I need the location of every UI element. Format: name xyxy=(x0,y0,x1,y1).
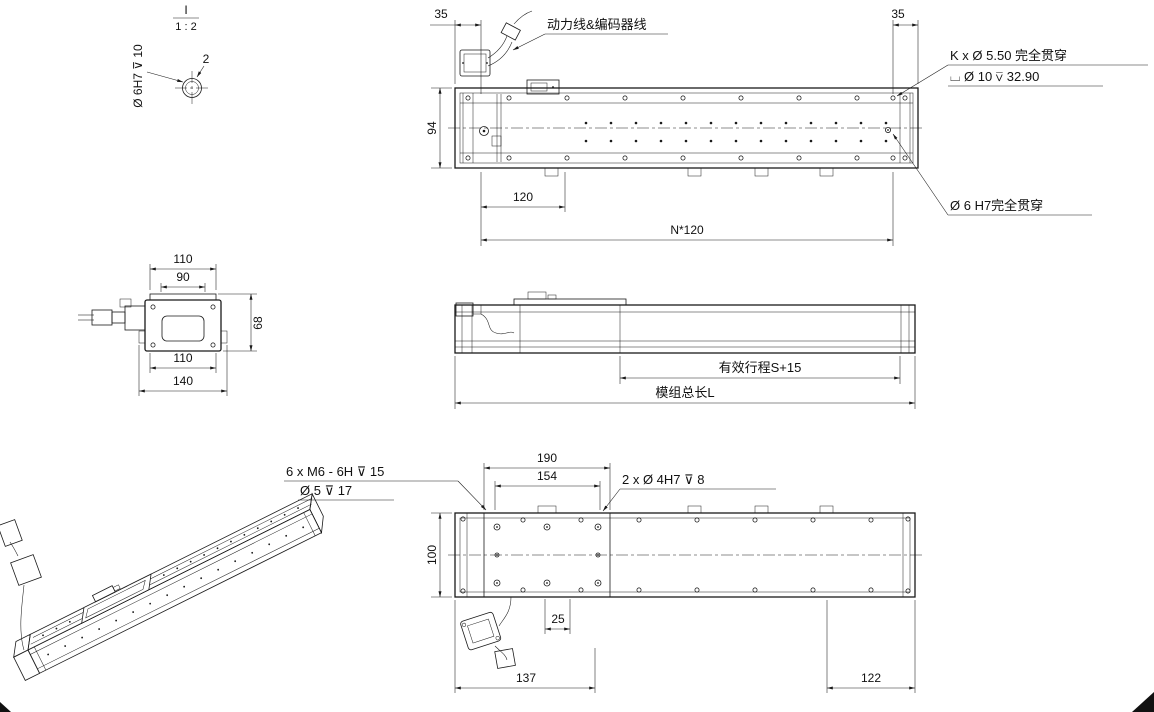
top-view-mount-hole-callout: K x Ø 5.50 完全贯穿 ⌴ Ø 10 ⊽ 32.90 xyxy=(896,48,1148,97)
end-view-body xyxy=(138,293,228,352)
page-corner-mark-right xyxy=(1132,692,1154,712)
cable-wire xyxy=(20,584,25,651)
total-length-note: 模组总长L xyxy=(655,385,714,400)
dim-90: 90 xyxy=(176,270,190,284)
bottom-view-dim-offset: 25 xyxy=(544,599,571,634)
iso-cables xyxy=(0,519,42,651)
side-view: 有效行程S+15 模组总长L xyxy=(454,291,916,409)
side-view-carriage xyxy=(513,291,627,353)
dim-68: 68 xyxy=(251,316,265,330)
dim-137: 137 xyxy=(516,671,536,685)
bottom-view-cable xyxy=(460,596,516,669)
top-view-dim-body-width: 94 xyxy=(425,87,452,169)
top-view-dim-pitch-total: N*120 xyxy=(480,172,894,246)
side-view-dim-total-length: 模组总长L xyxy=(454,356,916,409)
bottom-view-thread-callout: 6 x M6 - 6H ⊽ 15 Ø 5 ⊽ 17 xyxy=(284,464,487,511)
mount-hole-note-line2: ⌴ Ø 10 ⊽ 32.90 xyxy=(950,69,1039,84)
end-view-dim-height: 68 xyxy=(218,293,265,352)
detail-view-I: I 1 : 2 Ø 6H7 ⊽ 10 2 xyxy=(131,3,210,108)
detail-hole-note: Ø 6H7 ⊽ 10 xyxy=(131,44,145,108)
isometric-module xyxy=(13,492,324,681)
isometric-view xyxy=(0,492,324,681)
detail-hole xyxy=(175,71,209,105)
dim-110-bottom: 110 xyxy=(173,351,192,365)
side-view-connector xyxy=(455,302,515,335)
dim-25: 25 xyxy=(551,612,565,626)
sensor-block xyxy=(526,79,560,95)
cable-wire xyxy=(498,596,512,627)
cable-wire xyxy=(494,645,508,661)
detail-edge-dim: 2 xyxy=(196,52,210,78)
bottom-view-dim-body-width: 100 xyxy=(425,512,452,598)
top-view-dowel-hole xyxy=(885,127,892,134)
bottom-view-dim-right-span: 122 xyxy=(826,600,916,693)
top-view-dim-left-margin: 35 xyxy=(430,7,482,94)
stroke-note: 有效行程S+15 xyxy=(719,360,802,375)
bottom-view-dim-hole-span: 154 xyxy=(494,469,601,510)
side-view-dim-stroke: 有效行程S+15 xyxy=(619,356,901,384)
dim-94: 94 xyxy=(425,121,439,135)
detail-hole-callout: Ø 6H7 ⊽ 10 xyxy=(131,44,184,108)
cable-note: 动力线&编码器线 xyxy=(547,17,647,32)
cable-wire xyxy=(9,541,19,557)
dim-190: 190 xyxy=(537,451,557,465)
end-view-dim-top-width: 110 xyxy=(149,252,217,290)
side-view-body xyxy=(454,304,916,354)
bottom-view-dim-plate-length: 190 xyxy=(483,451,611,510)
detail-view-label: I xyxy=(184,3,187,17)
dowel-hole-note: Ø 6 H7完全贯穿 xyxy=(950,198,1043,213)
dim-35-left: 35 xyxy=(434,7,448,21)
top-view-tapped-holes xyxy=(584,121,888,143)
top-view: 动力线&编码器线 K x Ø 5.50 完全贯穿 ⌴ Ø 10 ⊽ 32.90 … xyxy=(425,7,1148,246)
dim-120: 120 xyxy=(513,190,533,204)
iso-hole-rows xyxy=(41,506,305,657)
bottom-view: 6 x M6 - 6H ⊽ 15 Ø 5 ⊽ 17 2 x Ø 4H7 ⊽ 8 … xyxy=(284,451,922,693)
dim-2: 2 xyxy=(203,52,210,66)
detail-scale: 1 : 2 xyxy=(175,21,196,33)
dim-100: 100 xyxy=(425,545,439,565)
end-view-dim-bottom-width: 110 xyxy=(149,351,217,373)
top-view-carriage xyxy=(479,94,502,162)
dim-n120: N*120 xyxy=(670,223,704,237)
mount-hole-note-line1: K x Ø 5.50 完全贯穿 xyxy=(950,48,1067,63)
thread-note-line1: 6 x M6 - 6H ⊽ 15 xyxy=(286,464,384,479)
dim-110-top: 110 xyxy=(173,252,192,266)
dim-122: 122 xyxy=(861,671,881,685)
top-view-sensor-brackets xyxy=(544,167,834,177)
bottom-view-dowel-holes xyxy=(494,552,601,558)
cable-wire xyxy=(487,35,508,59)
end-view-connector xyxy=(78,298,146,331)
end-view-dim-inner-width: 90 xyxy=(160,270,206,292)
bottom-view-body xyxy=(448,505,922,598)
top-view-dim-hole-pitch: 120 xyxy=(480,172,566,246)
end-view: 110 90 68 110 140 xyxy=(78,252,265,396)
dim-35-right: 35 xyxy=(891,7,905,21)
end-view-dim-overall-width: 140 xyxy=(138,345,228,396)
top-view-connector xyxy=(459,10,560,95)
dim-154: 154 xyxy=(537,469,557,483)
top-view-dowel-callout: Ø 6 H7完全贯穿 xyxy=(892,133,1092,216)
cable-wire xyxy=(487,41,513,67)
thread-note-line2: Ø 5 ⊽ 17 xyxy=(300,483,352,498)
dim-140: 140 xyxy=(173,374,193,388)
page-corner-mark-left xyxy=(0,702,11,712)
bottom-view-dim-left-span: 137 xyxy=(454,600,596,693)
bottom-view-dowel-callout: 2 x Ø 4H7 ⊽ 8 xyxy=(602,472,776,512)
top-view-body xyxy=(448,87,925,169)
top-view-cable-callout: 动力线&编码器线 xyxy=(512,17,668,51)
dowel-note: 2 x Ø 4H7 ⊽ 8 xyxy=(622,472,705,487)
cable-wire xyxy=(480,313,515,335)
top-view-dim-right-margin: 35 xyxy=(891,7,919,94)
iso-carriage xyxy=(81,573,152,624)
